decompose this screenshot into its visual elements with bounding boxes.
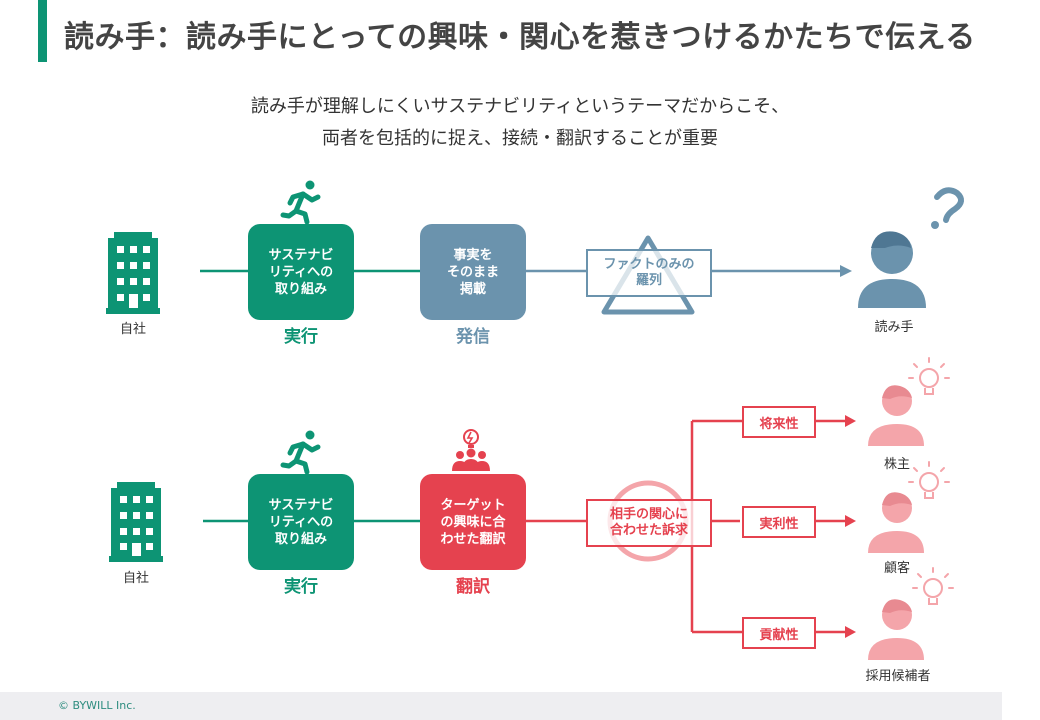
row2-company-label: 自社 — [122, 571, 149, 586]
row2-box2-caption: 翻訳 — [456, 577, 490, 597]
row2-callout-line: 相手の関心に — [609, 507, 688, 522]
row2-arrow-head-1 — [845, 415, 856, 427]
row1-box1-caption: 実行 — [284, 327, 318, 347]
row2-arrow-head-3 — [845, 626, 856, 638]
row2-box2-line: の興味に合 — [440, 514, 506, 530]
row1-callout-line: ファクトのみの — [603, 257, 695, 272]
row1-box1-line: サステナビ — [268, 247, 334, 263]
target-label-shareholder: 株主 — [883, 457, 910, 472]
target-label-candidate: 採用候補者 — [865, 669, 931, 684]
row1-initiative-box: サステナビ リティへの 取り組み — [248, 224, 354, 320]
page-title: 読み手：読み手にとっての興味・関心を惹きつけるかたちで伝える — [64, 20, 976, 55]
lightbulb-icon — [912, 567, 954, 605]
row2-appeal-callout: 相手の関心に 合わせた訴求 — [586, 499, 712, 547]
copyright-text: © BYWILL Inc. — [58, 699, 136, 712]
row1-arrow-head — [840, 265, 852, 277]
row2-box2-line: ターゲット — [440, 497, 506, 513]
row2-callout-line: 合わせた訴求 — [609, 523, 688, 538]
tag-contribution: 貢献性 — [742, 617, 816, 649]
question-mark-dot — [931, 221, 939, 229]
row1-box1-line: リティへの — [268, 264, 334, 280]
candidate-person-icon — [868, 599, 924, 660]
lightbulb-icon — [908, 461, 950, 499]
row1-box2-line: 掲載 — [459, 281, 486, 297]
row1-facts-callout: ファクトのみの 羅列 — [586, 249, 712, 297]
lightbulb-icon — [908, 357, 950, 395]
row2-box2-line: わせた翻訳 — [440, 531, 506, 547]
row1-publish-box: 事実を そのまま 掲載 — [420, 224, 526, 320]
row1-box1-line: 取り組み — [274, 281, 327, 297]
running-person-icon — [280, 430, 321, 475]
row2-initiative-box: サステナビ リティへの 取り組み — [248, 474, 354, 570]
row2-box1-line: リティへの — [268, 514, 334, 530]
row2-box1-line: 取り組み — [274, 531, 327, 547]
row2-arrow-head-2 — [845, 515, 856, 527]
team-idea-icon — [452, 429, 490, 471]
row1-company-label: 自社 — [119, 322, 146, 337]
row1-box2-caption: 発信 — [456, 327, 490, 347]
row1-box2-line: 事実を — [453, 247, 493, 263]
tag-future-potential: 将来性 — [742, 406, 816, 438]
subtitle-line-1: 読み手が理解しにくいサステナビリティというテーマだからこそ、 — [250, 96, 790, 117]
row1-callout-line: 羅列 — [635, 273, 662, 288]
title-accent-bar — [38, 0, 47, 62]
shareholder-person-icon — [868, 385, 924, 446]
tag-practical-benefit: 実利性 — [742, 506, 816, 538]
row2-box1-line: サステナビ — [268, 497, 334, 513]
row1-box2-line: そのまま — [446, 264, 499, 280]
footer-bar — [0, 692, 1002, 720]
subtitle-line-2: 両者を包括的に捉え、接続・翻訳することが重要 — [322, 128, 718, 149]
target-label-customer: 顧客 — [883, 561, 910, 576]
running-person-icon — [280, 180, 321, 225]
row2-box1-caption: 実行 — [284, 577, 318, 597]
reader-person-icon — [858, 231, 926, 308]
question-mark-icon — [934, 187, 964, 223]
customer-person-icon — [868, 492, 924, 553]
row2-translation-box: ターゲット の興味に合 わせた翻訳 — [420, 474, 526, 570]
row1-reader-label: 読み手 — [874, 320, 914, 335]
